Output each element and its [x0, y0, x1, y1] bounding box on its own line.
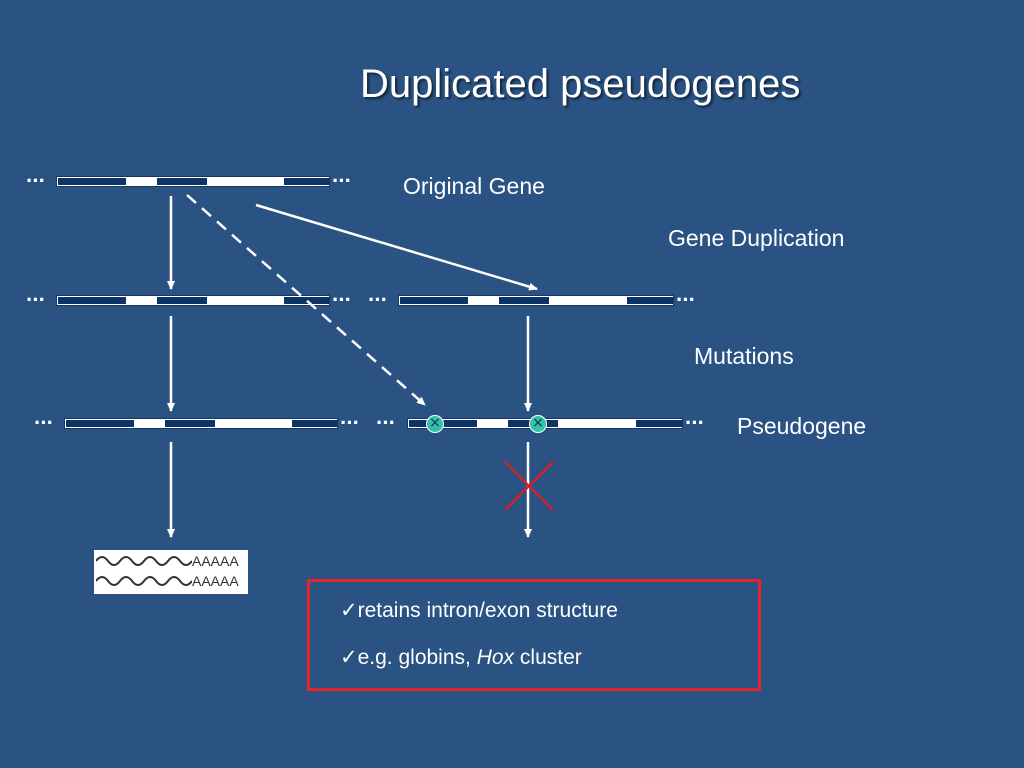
exon [58, 297, 126, 304]
ellipsis-left: ··· [34, 410, 54, 435]
exon [165, 420, 215, 427]
exon [66, 420, 134, 427]
mrna-wave-icon [96, 576, 192, 586]
notes-callout: ✓retains intron/exon structure ✓e.g. glo… [307, 579, 761, 691]
ellipsis-right: ··· [685, 410, 705, 435]
exon [284, 297, 329, 304]
mrna-transcripts: AAAAA AAAAA [94, 550, 248, 594]
arrow-duplication [255, 203, 538, 291]
exon [292, 420, 337, 427]
exon [58, 178, 126, 185]
mrna-wave-icon [96, 556, 192, 566]
exon [636, 420, 682, 427]
ellipsis-left: ··· [376, 410, 396, 435]
note-item: ✓retains intron/exon structure [340, 598, 618, 623]
note-text: retains intron/exon structure [357, 599, 618, 622]
label-original-gene: Original Gene [403, 173, 545, 199]
circled-x-icon: × [529, 415, 547, 433]
polya-tail: AAAAA [192, 573, 239, 589]
polya-tail: AAAAA [192, 553, 239, 569]
ellipsis-right: ··· [332, 168, 352, 193]
ellipsis-right: ··· [332, 287, 352, 312]
duplicated-gene-bar-right [398, 295, 674, 306]
original-gene-bar [56, 176, 330, 187]
slide-title: Duplicated pseudogenes [360, 62, 801, 106]
ellipsis-left: ··· [26, 168, 46, 193]
exon [157, 297, 207, 304]
check-mark-icon: ✓ [340, 599, 358, 622]
exon [499, 297, 549, 304]
functional-gene-bar [64, 418, 338, 429]
ellipsis-right: ··· [340, 410, 360, 435]
duplicated-gene-bar-left [56, 295, 330, 306]
ellipsis-right: ··· [676, 287, 696, 312]
circled-x-icon: × [426, 415, 444, 433]
note-text: cluster [514, 646, 582, 669]
note-item: ✓e.g. globins, Hox cluster [340, 645, 582, 670]
note-text: e.g. globins, [357, 646, 477, 669]
exon [400, 297, 468, 304]
label-mutations: Mutations [694, 343, 794, 369]
arrow-dashed-direct [186, 194, 426, 406]
red-x-icon [504, 461, 554, 511]
mrna-row: AAAAA [94, 552, 248, 574]
exon [284, 178, 329, 185]
ellipsis-left: ··· [26, 287, 46, 312]
label-gene-duplication: Gene Duplication [668, 225, 845, 251]
exon [157, 178, 207, 185]
mrna-row: AAAAA [94, 572, 248, 594]
exon [627, 297, 673, 304]
ellipsis-left: ··· [368, 287, 388, 312]
check-mark-icon: ✓ [340, 646, 358, 669]
label-pseudogene: Pseudogene [737, 413, 867, 439]
note-italic-text: Hox [476, 646, 515, 669]
